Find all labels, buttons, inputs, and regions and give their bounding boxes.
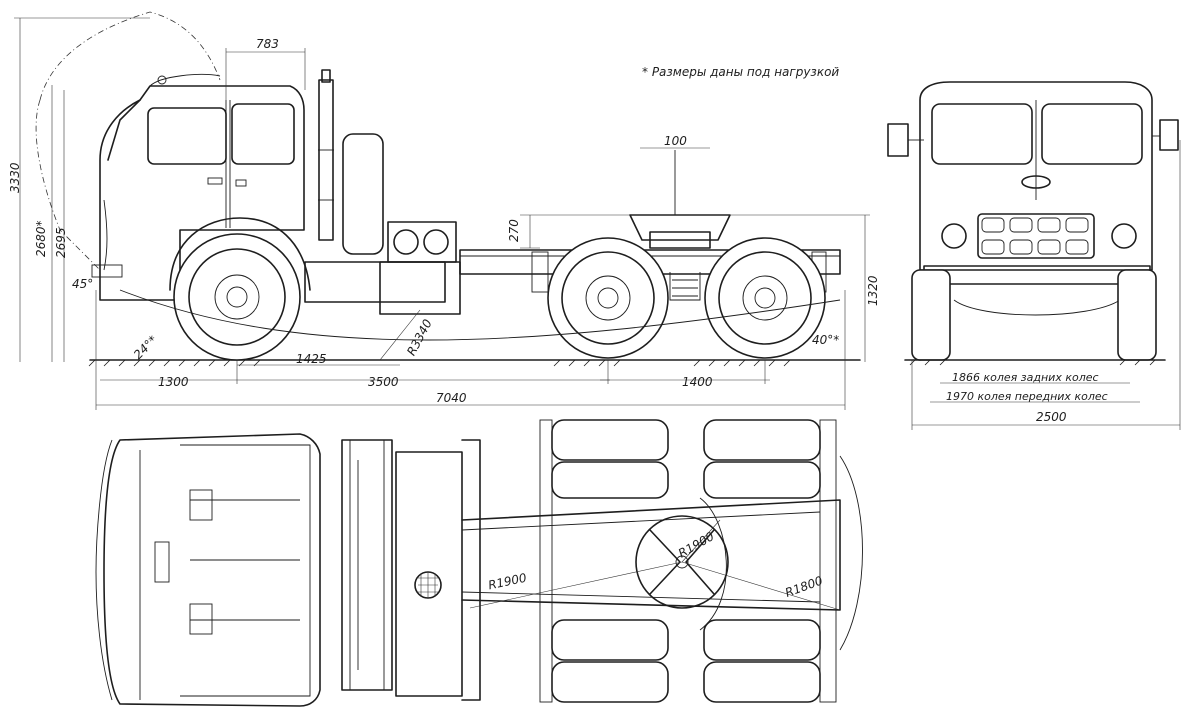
- turning-radius-arc: [119, 289, 841, 341]
- headlight-left: [941, 223, 967, 249]
- top-view: R1900 R1900 R1800: [95, 419, 863, 707]
- front-wheel: [173, 233, 301, 361]
- dim-7040: 7040: [436, 391, 467, 405]
- fifth-wheel-top: [635, 515, 729, 609]
- cab: [91, 74, 305, 301]
- dim-270: 270: [507, 219, 521, 242]
- exhaust-stack: [318, 69, 384, 255]
- left-mirror: [887, 123, 909, 157]
- front-right-tire: [1117, 269, 1157, 361]
- rear-tires-top: [539, 419, 837, 703]
- headlight-right: [1111, 223, 1137, 249]
- dim-3500: 3500: [368, 375, 399, 389]
- front-view: 1866 колея задних колес 1970 колея перед…: [887, 81, 1181, 430]
- radius-3340: R3340: [404, 317, 435, 358]
- air-tanks: [387, 221, 457, 263]
- overall-width-label: 2500: [1036, 410, 1067, 424]
- emblem: [1021, 175, 1051, 189]
- radius-1900-fifth: R1900: [676, 529, 717, 561]
- tilted-cab-outline: [35, 11, 221, 271]
- fuel-tank-top: [395, 451, 463, 697]
- swing-radii: [469, 455, 863, 651]
- dim-2695: 2695: [54, 227, 68, 258]
- angle-45: 45°: [72, 277, 93, 291]
- cab-top: [95, 433, 321, 707]
- radius-1900-main: R1900: [487, 571, 528, 593]
- loaded-note: * Размеры даны под нагрузкой: [642, 65, 839, 79]
- dim-783: 783: [256, 37, 279, 51]
- angle-24: 24°*: [131, 333, 160, 362]
- dim-100: 100: [664, 134, 687, 148]
- radius-1800: R1800: [783, 573, 825, 600]
- side-ground-line: [88, 359, 861, 367]
- front-fender: [169, 217, 311, 291]
- right-mirror: [1159, 119, 1179, 151]
- dim-1320: 1320: [866, 275, 880, 306]
- dim-2680: 2680*: [34, 220, 48, 257]
- dim-1425: 1425: [296, 352, 327, 366]
- side-view: 783 100 270 3330 2680* 2695 1320 45° 24°…: [8, 11, 880, 410]
- front-bumper: [923, 265, 1151, 285]
- track-rear-label: 1866 колея задних колес: [952, 371, 1099, 384]
- rear-wheel-1: [547, 237, 669, 359]
- dim-1300: 1300: [158, 375, 189, 389]
- track-front-label: 1970 колея передних колес: [946, 390, 1108, 403]
- dim-1400: 1400: [682, 375, 713, 389]
- front-left-tire: [911, 269, 951, 361]
- frame-top: [461, 439, 841, 701]
- exhaust-top: [341, 439, 393, 691]
- angle-40: 40°*: [812, 333, 839, 347]
- rear-wheel-2: [704, 237, 826, 359]
- side-dimension-lines: [14, 17, 870, 410]
- dim-3330: 3330: [8, 162, 22, 193]
- grille: [977, 213, 1095, 259]
